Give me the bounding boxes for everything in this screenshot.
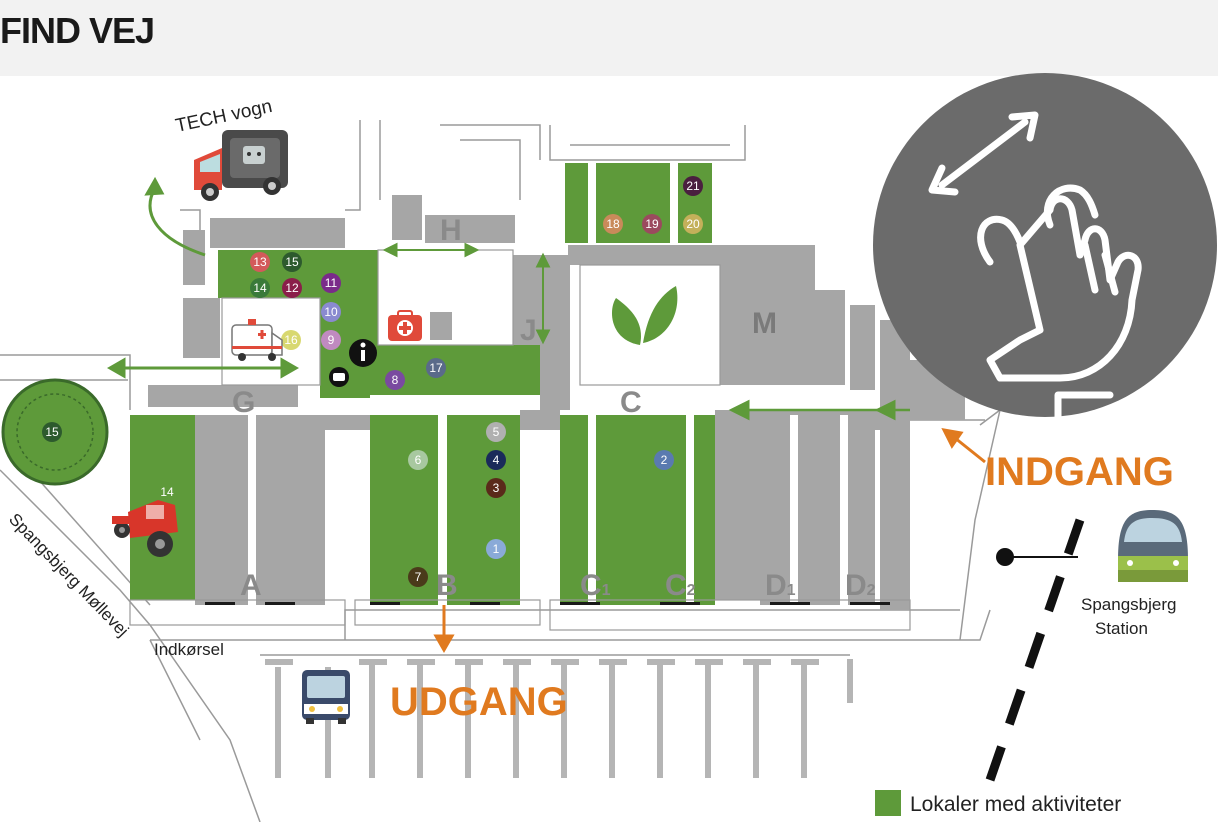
svg-text:11: 11 [325, 276, 338, 290]
building-m-label: M [752, 307, 777, 340]
ambulance-icon [231, 319, 283, 361]
svg-text:13: 13 [253, 255, 267, 269]
marker-13[interactable]: 13 [250, 252, 270, 272]
svg-text:9: 9 [328, 333, 335, 347]
legend-swatch [875, 790, 901, 816]
railway [985, 518, 1085, 782]
marker-7[interactable]: 7 [408, 567, 428, 587]
info-icon[interactable] [349, 339, 377, 367]
header-bar [0, 0, 1218, 76]
marker-19[interactable]: 19 [642, 214, 662, 234]
svg-text:1: 1 [493, 542, 500, 556]
grey-buildings [148, 195, 965, 610]
svg-text:15: 15 [45, 425, 59, 439]
svg-text:18: 18 [606, 217, 620, 231]
robot-small-icon [329, 367, 349, 387]
marker-11[interactable]: 11 [321, 273, 341, 293]
station-label-line2: Station [1095, 619, 1148, 638]
marker-15[interactable]: 15 [282, 252, 302, 272]
tech-van-icon [194, 130, 288, 201]
svg-text:14: 14 [253, 281, 267, 295]
train-icon [1118, 510, 1188, 582]
marker-12[interactable]: 12 [282, 278, 302, 298]
marker-21[interactable]: 21 [683, 176, 703, 196]
activity-markers[interactable]: 21 18 19 20 13 15 14 12 11 10 9 16 8 17 … [42, 176, 703, 587]
marker-16[interactable]: 16 [281, 330, 301, 350]
indgang-label: INDGANG [985, 450, 1174, 494]
marker-18[interactable]: 18 [603, 214, 623, 234]
marker-9[interactable]: 9 [321, 330, 341, 350]
svg-text:12: 12 [285, 281, 299, 295]
road-label: Spangsbjerg Møllevej [5, 510, 132, 641]
svg-text:5: 5 [493, 425, 500, 439]
marker-14-outdoor[interactable]: 14 [157, 482, 177, 502]
svg-text:17: 17 [429, 361, 443, 375]
svg-text:14: 14 [160, 485, 174, 499]
direction-arrows [106, 176, 910, 421]
marker-1[interactable]: 1 [486, 539, 506, 559]
building-h-label: H [440, 214, 462, 247]
bus-icon [302, 670, 350, 724]
marker-2[interactable]: 2 [654, 450, 674, 470]
marker-10[interactable]: 10 [321, 302, 341, 322]
svg-text:4: 4 [493, 453, 500, 467]
marker-4[interactable]: 4 [486, 450, 506, 470]
svg-text:20: 20 [686, 217, 700, 231]
marker-6[interactable]: 6 [408, 450, 428, 470]
page-title: FIND VEJ [0, 10, 155, 51]
svg-text:19: 19 [645, 217, 659, 231]
station-label-line1: Spangsbjerg [1081, 595, 1176, 614]
building-g-label: G [232, 386, 255, 419]
svg-text:10: 10 [324, 305, 338, 319]
legend-label: Lokaler med aktiviteter [910, 793, 1121, 816]
svg-text:6: 6 [415, 453, 422, 467]
first-aid-icon [388, 310, 422, 341]
udgang-label: UDGANG [390, 680, 568, 724]
marker-17[interactable]: 17 [426, 358, 446, 378]
marker-5[interactable]: 5 [486, 422, 506, 442]
svg-text:15: 15 [285, 255, 299, 269]
building-a-label: A [240, 569, 262, 602]
svg-text:16: 16 [284, 333, 298, 347]
svg-text:7: 7 [415, 570, 422, 584]
building-j-label: J [520, 314, 537, 347]
corridors [221, 249, 721, 386]
pinch-zoom-hand-icon[interactable] [873, 73, 1217, 422]
indkorsel-label: Indkørsel [154, 640, 224, 659]
tractor-icon [112, 500, 178, 557]
svg-text:21: 21 [686, 179, 700, 193]
marker-8[interactable]: 8 [385, 370, 405, 390]
orange-arrows [433, 428, 986, 654]
building-c-label: C [620, 386, 642, 419]
leaf-icon [611, 286, 678, 345]
marker-20[interactable]: 20 [683, 214, 703, 234]
marker-15-outdoor[interactable]: 15 [42, 422, 62, 442]
marker-3[interactable]: 3 [486, 478, 506, 498]
marker-14[interactable]: 14 [250, 278, 270, 298]
legend: Lokaler med aktiviteter [875, 790, 1121, 816]
building-b-label: B [436, 569, 458, 602]
svg-text:8: 8 [392, 373, 399, 387]
svg-text:2: 2 [661, 453, 668, 467]
parking-lot [265, 659, 853, 778]
svg-text:3: 3 [493, 481, 500, 495]
